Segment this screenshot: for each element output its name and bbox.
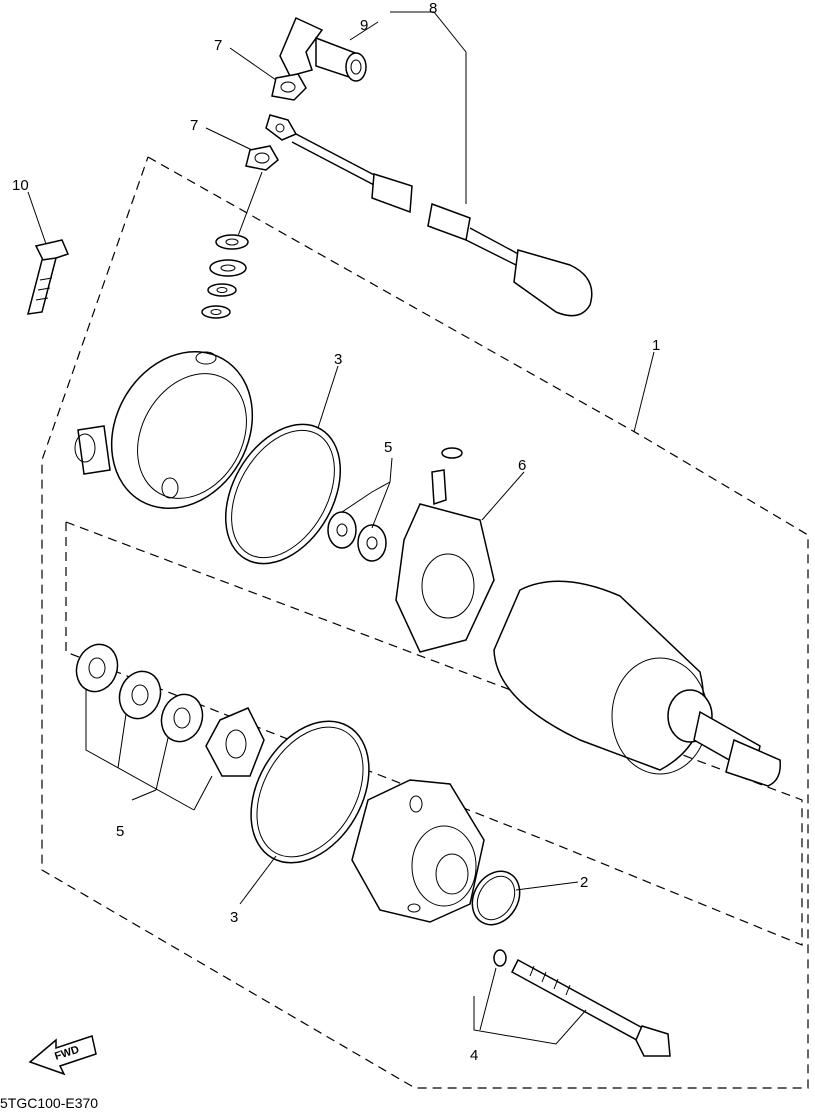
rear-housing xyxy=(74,350,254,510)
callout-2: 2 xyxy=(580,874,588,891)
bolt-set xyxy=(493,949,671,1057)
flange-bolt xyxy=(26,239,70,315)
callout-4: 4 xyxy=(470,1047,478,1064)
o-ring-lower xyxy=(250,720,370,864)
callout-7-upper: 7 xyxy=(214,37,222,54)
leader-lines xyxy=(27,11,655,1045)
starter-lead xyxy=(265,114,593,317)
terminal-washers xyxy=(201,171,263,319)
callout-5-upper: 5 xyxy=(384,439,392,456)
callout-3-lower: 3 xyxy=(230,909,238,926)
nut-lower xyxy=(245,145,279,171)
drawing-code: 5TGC100-E370 xyxy=(0,1095,98,1111)
nut-upper xyxy=(271,73,307,101)
front-cover xyxy=(351,779,485,923)
assembly-boundary-inner xyxy=(65,521,803,946)
washer-set-upper xyxy=(327,511,387,562)
callout-5-lower: 5 xyxy=(116,823,124,840)
lead-cap xyxy=(279,16,367,82)
callout-7-lower: 7 xyxy=(190,117,198,134)
fwd-arrow-icon: FWD xyxy=(28,1035,97,1076)
washer-set-lower xyxy=(75,643,265,777)
assembly-boundary-outer xyxy=(41,156,809,1089)
o-ring-upper xyxy=(224,423,342,565)
callout-3-upper: 3 xyxy=(334,351,342,368)
brush-holder xyxy=(395,447,495,653)
callout-9: 9 xyxy=(360,17,368,34)
callout-6: 6 xyxy=(518,457,526,474)
callout-10: 10 xyxy=(12,177,29,194)
callout-8: 8 xyxy=(429,0,437,17)
armature xyxy=(493,580,781,787)
callout-1: 1 xyxy=(652,337,660,354)
